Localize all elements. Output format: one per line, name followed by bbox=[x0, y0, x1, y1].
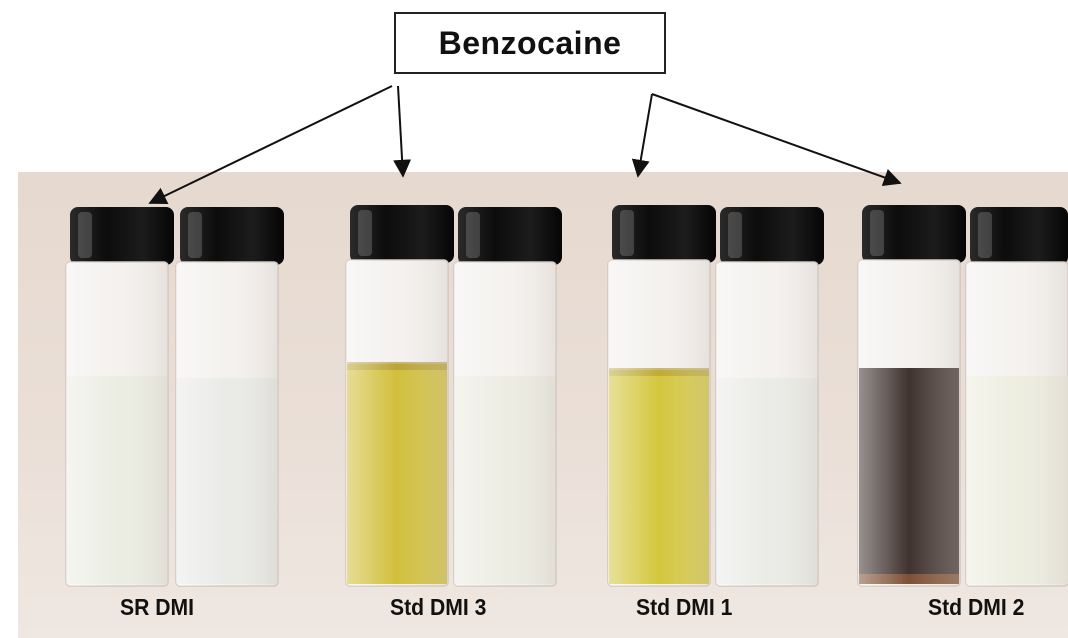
arrow-to-std-dmi-3 bbox=[393, 85, 412, 178]
vial-cap bbox=[612, 205, 716, 263]
callout-arrows bbox=[148, 85, 902, 205]
vial-sheen bbox=[176, 262, 278, 586]
callout-title: Benzocaine bbox=[438, 24, 622, 61]
vial-cap bbox=[70, 207, 174, 265]
vial-cap bbox=[458, 207, 562, 265]
label-sr-dmi: SR DMI bbox=[120, 594, 195, 620]
vial-sheen bbox=[858, 260, 960, 586]
vial-blank bbox=[175, 207, 284, 587]
vial-cap bbox=[970, 207, 1068, 265]
vial-cap bbox=[862, 205, 966, 263]
label-std-dmi-1: Std DMI 1 bbox=[636, 594, 733, 620]
vial-pair-std-dmi-3 bbox=[345, 205, 562, 587]
vial-sheen bbox=[346, 260, 448, 586]
vial-sheen bbox=[66, 262, 168, 586]
arrow-to-sr-dmi bbox=[148, 85, 393, 205]
cap-highlights bbox=[78, 210, 992, 258]
vial-pair-std-dmi-1 bbox=[607, 205, 824, 587]
vial-sheen bbox=[608, 260, 710, 586]
vial-cap bbox=[720, 207, 824, 265]
vial-benzocaine bbox=[857, 205, 966, 587]
arrow-to-std-dmi-2 bbox=[651, 93, 902, 186]
vial-cap bbox=[350, 205, 454, 263]
vial-sheen bbox=[716, 262, 818, 586]
label-std-dmi-2: Std DMI 2 bbox=[928, 594, 1025, 620]
benzocaine-callout-box: Benzocaine bbox=[394, 12, 666, 74]
vial-blank bbox=[715, 207, 824, 587]
vial-pair-sr-dmi bbox=[65, 207, 284, 587]
label-std-dmi-3: Std DMI 3 bbox=[390, 594, 487, 620]
vial-cap bbox=[180, 207, 284, 265]
vial-sheen bbox=[454, 262, 556, 586]
vial-sheen bbox=[966, 262, 1068, 586]
vial-benzocaine bbox=[345, 205, 454, 587]
vial-blank bbox=[453, 207, 562, 587]
arrow-to-std-dmi-1 bbox=[631, 93, 653, 178]
vial-benzocaine bbox=[607, 205, 716, 587]
vial-benzocaine bbox=[65, 207, 174, 587]
vial-pair-std-dmi-2 bbox=[857, 205, 1068, 587]
vial-blank bbox=[965, 207, 1068, 587]
